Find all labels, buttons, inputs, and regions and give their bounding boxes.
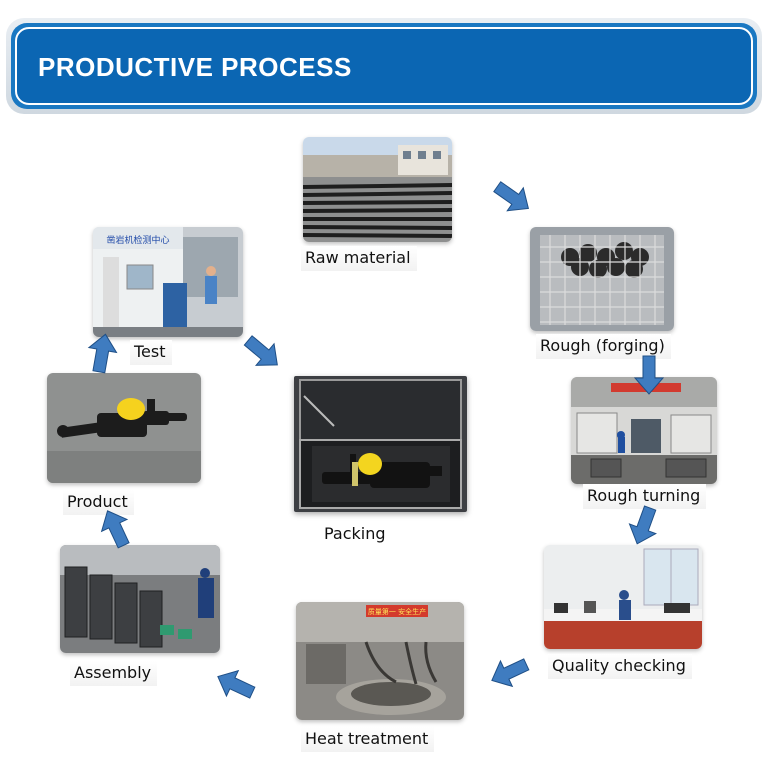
heat-treatment-photo: 质量第一 安全生产	[296, 602, 464, 720]
product-photo	[47, 373, 201, 483]
arrow-icon	[240, 330, 284, 374]
caption-rough-forging: Rough (forging)	[536, 334, 671, 359]
page-title: PRODUCTIVE PROCESS	[38, 52, 352, 82]
rough-turning-photo	[571, 377, 717, 484]
caption-test: Test	[130, 340, 172, 365]
caption-heat-treatment: Heat treatment	[301, 727, 435, 752]
arrow-icon	[214, 663, 258, 707]
arrow-icon	[488, 650, 532, 694]
arrow-icon	[490, 175, 534, 219]
quality-checking-photo	[544, 545, 702, 649]
rough-forging-photo	[530, 227, 674, 331]
arrow-icon	[80, 332, 124, 376]
test-building-sign: 凿岩机检测中心	[106, 234, 169, 246]
caption-assembly: Assembly	[70, 661, 158, 686]
caption-product: Product	[63, 490, 134, 515]
arrow-icon	[627, 352, 671, 396]
caption-packing: Packing	[324, 524, 386, 543]
arrow-icon	[94, 507, 138, 551]
raw-material-photo	[303, 137, 452, 242]
caption-raw-material: Raw material	[301, 246, 417, 271]
caption-quality-checking: Quality checking	[548, 654, 692, 679]
test-photo: 凿岩机检测中心	[93, 227, 243, 337]
caption-rough-turning: Rough turning	[583, 484, 707, 509]
heat-treatment-banner-text: 质量第一 安全生产	[368, 607, 426, 616]
packing-photo	[294, 376, 467, 512]
assembly-photo	[60, 545, 220, 653]
arrow-icon	[622, 503, 666, 547]
header-banner	[15, 27, 753, 105]
